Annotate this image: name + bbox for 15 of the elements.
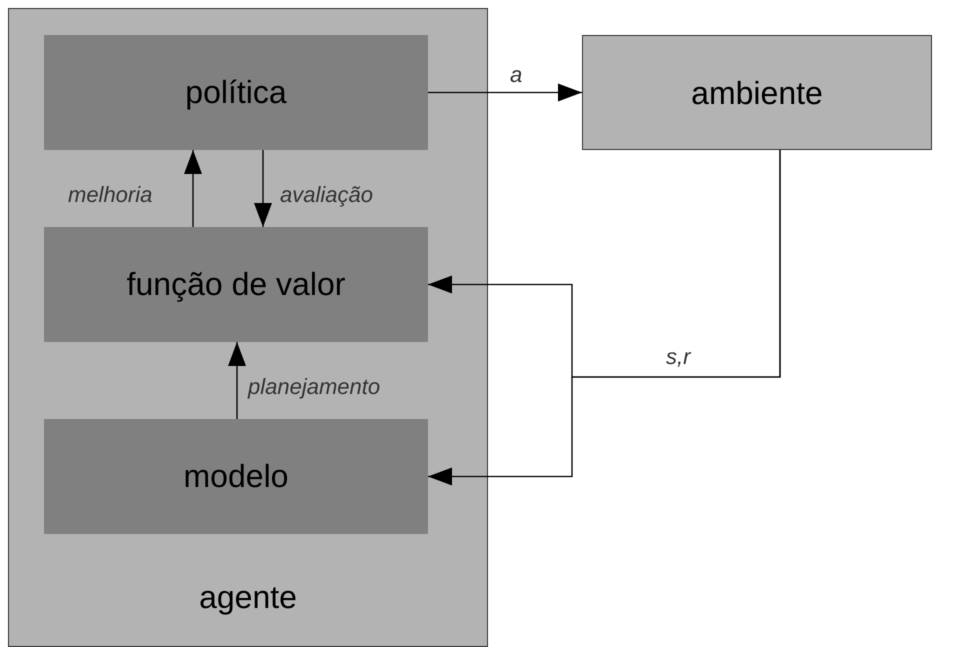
arrow bbox=[428, 84, 582, 102]
node-label: função de valor bbox=[126, 266, 346, 302]
process-box bbox=[44, 419, 428, 534]
arrow bbox=[428, 150, 781, 486]
node-label: modelo bbox=[182, 458, 290, 494]
arrow bbox=[184, 150, 202, 227]
node-label: política bbox=[184, 74, 288, 110]
arrow bbox=[254, 150, 272, 227]
process-box bbox=[44, 227, 428, 342]
arrow bbox=[228, 342, 246, 419]
node-label: agente bbox=[198, 579, 298, 616]
process-box bbox=[582, 35, 932, 150]
node-label: ambiente bbox=[690, 74, 824, 112]
agent-container bbox=[8, 8, 488, 647]
process-box bbox=[44, 35, 428, 150]
